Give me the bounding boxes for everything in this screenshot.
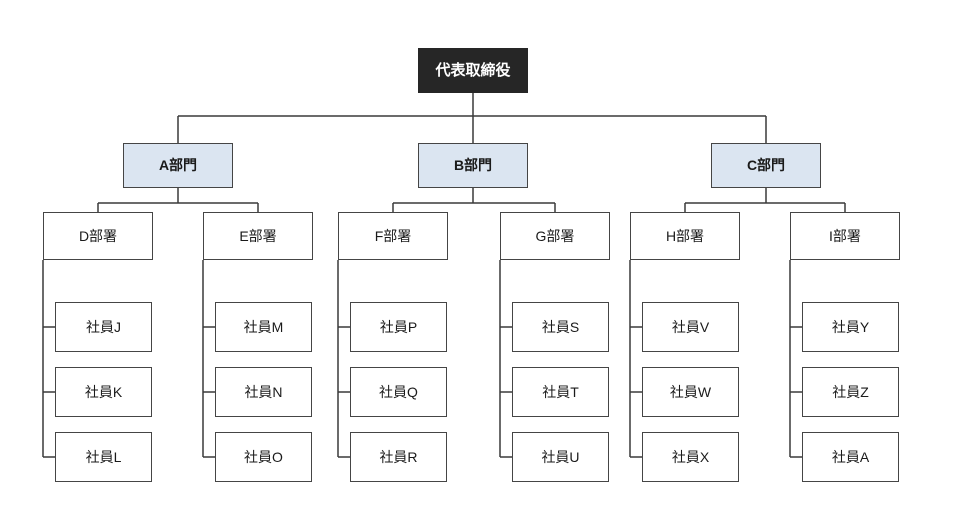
node-employee-j: 社員J <box>55 302 152 352</box>
node-employee-s: 社員S <box>512 302 609 352</box>
node-employee-a: 社員A <box>802 432 899 482</box>
node-employee-l: 社員L <box>55 432 152 482</box>
node-employee-t: 社員T <box>512 367 609 417</box>
node-department-c: C部門 <box>711 143 821 188</box>
node-employee-x: 社員X <box>642 432 739 482</box>
node-ceo: 代表取締役 <box>418 48 528 93</box>
node-division-h: H部署 <box>630 212 740 260</box>
node-division-i: I部署 <box>790 212 900 260</box>
node-division-e: E部署 <box>203 212 313 260</box>
node-department-b: B部門 <box>418 143 528 188</box>
node-employee-y: 社員Y <box>802 302 899 352</box>
node-employee-m: 社員M <box>215 302 312 352</box>
node-division-f: F部署 <box>338 212 448 260</box>
node-employee-o: 社員O <box>215 432 312 482</box>
node-department-a: A部門 <box>123 143 233 188</box>
node-employee-w: 社員W <box>642 367 739 417</box>
node-employee-v: 社員V <box>642 302 739 352</box>
node-employee-q: 社員Q <box>350 367 447 417</box>
node-division-d: D部署 <box>43 212 153 260</box>
node-division-g: G部署 <box>500 212 610 260</box>
node-employee-u: 社員U <box>512 432 609 482</box>
node-employee-r: 社員R <box>350 432 447 482</box>
node-employee-k: 社員K <box>55 367 152 417</box>
node-employee-z: 社員Z <box>802 367 899 417</box>
node-employee-p: 社員P <box>350 302 447 352</box>
node-employee-n: 社員N <box>215 367 312 417</box>
